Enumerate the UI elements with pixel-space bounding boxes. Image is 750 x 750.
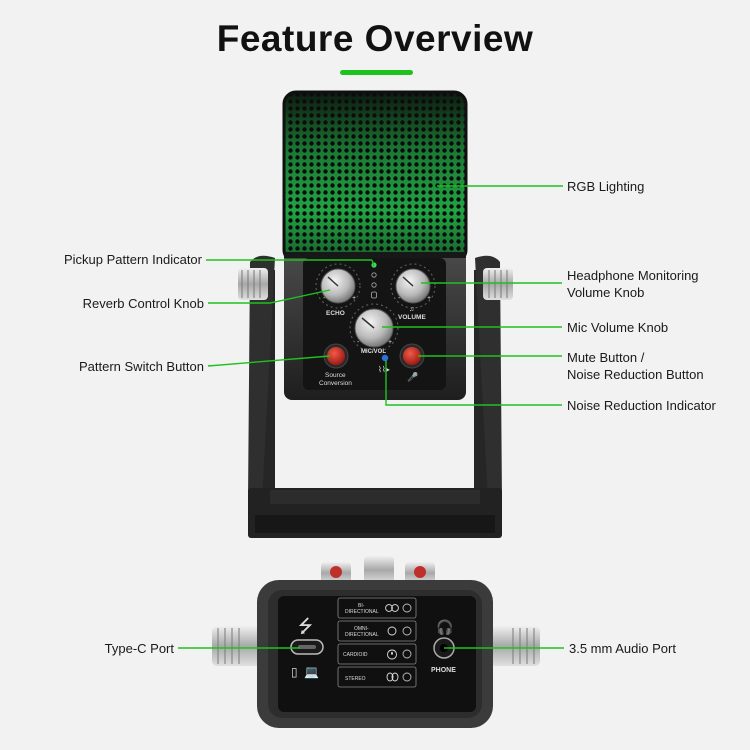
headphone-monitoring-line2: Volume Knob — [567, 285, 645, 300]
usb-c-port[interactable] — [290, 639, 324, 655]
type-c-callout: Type-C Port — [104, 641, 174, 656]
mic-volume-callout: Mic Volume Knob — [567, 320, 669, 335]
mode-2-line2: DIRECTIONAL — [345, 632, 379, 638]
omnidirectional-icon — [387, 626, 397, 636]
echo-plus-label: + — [352, 295, 356, 302]
mode-1-line1: BI- — [358, 603, 365, 609]
reverb-knob-callout: Reverb Control Knob — [82, 296, 204, 311]
mute-mic-icon: 🎤 — [407, 371, 418, 382]
mic-plus-label: + — [388, 339, 392, 346]
mode-1-line2: DIRECTIONAL — [345, 609, 379, 615]
page-title: Feature Overview — [216, 18, 534, 59]
cardioid-icon — [387, 649, 397, 660]
echo-minus-label: - — [323, 295, 326, 302]
noise-reduction-line — [385, 360, 562, 406]
volume-plus-label: + — [427, 295, 431, 302]
left-interface-knob — [212, 626, 262, 666]
noise-reduction-icon: ⌇⌇▸ — [378, 365, 390, 374]
mode-3-label: CARDIOID — [343, 652, 368, 658]
pattern-switch-line — [207, 355, 331, 367]
audio-port-callout: 3.5 mm Audio Port — [569, 641, 676, 656]
headphone-jack-icon: 🎧 — [436, 619, 453, 636]
bidirectional-icon — [385, 604, 399, 612]
source-label-line2: Conversion — [319, 380, 352, 387]
headphone-monitoring-callout: Headphone Monitoring Volume Knob — [567, 267, 699, 301]
mic-minus-label: - — [357, 339, 360, 346]
mode-4-label: STEREO — [345, 676, 366, 682]
pattern-switch-button[interactable] — [323, 343, 349, 369]
pattern-switch-callout: Pattern Switch Button — [78, 359, 204, 374]
title-underline — [340, 70, 413, 75]
right-interface-knob — [490, 626, 540, 666]
headphone-volume-knob[interactable] — [390, 263, 436, 309]
stereo-icon — [386, 672, 399, 682]
usb-icon: ⭍ — [298, 616, 313, 636]
reverb-knob-line — [208, 289, 331, 304]
mute-button-line1: Mute Button / — [567, 350, 645, 365]
mute-button[interactable] — [399, 343, 425, 369]
mic-grille — [282, 90, 468, 264]
echo-label: ECHO — [326, 310, 345, 317]
mute-button-line2: Noise Reduction Button — [567, 367, 704, 382]
volume-minus-label: - — [398, 295, 401, 302]
microphone-front-view: - + ECHO - + ♫ VOLUME — [238, 90, 513, 538]
pickup-pattern-callout: Pickup Pattern Indicator — [63, 252, 202, 267]
phone-device-icon: ▯ — [291, 665, 298, 679]
headphone-icon: ♫ — [409, 306, 414, 313]
mute-button-callout: Mute Button / Noise Reduction Button — [567, 349, 704, 383]
mic-vol-label: MIC/VOL — [361, 349, 386, 355]
right-stand-screw — [483, 268, 513, 300]
callout-lines — [178, 185, 564, 649]
audio-interface-rear-view: ⭍ ▯ 💻 BI- DIRECTIONAL OMNI- DIRECTIONAL … — [212, 556, 540, 728]
volume-label: VOLUME — [398, 314, 426, 321]
rgb-lighting-callout: RGB Lighting — [567, 179, 645, 194]
mic-volume-knob[interactable] — [349, 303, 399, 353]
source-label-line1: Source — [325, 372, 346, 379]
phone-label: PHONE — [431, 667, 456, 674]
mode-leds — [402, 603, 412, 682]
mode-2-line1: OMNI- — [354, 626, 369, 632]
noise-reduction-led — [381, 354, 389, 362]
headphone-monitoring-line1: Headphone Monitoring — [567, 268, 699, 283]
laptop-device-icon: 💻 — [304, 665, 319, 679]
noise-reduction-callout: Noise Reduction Indicator — [567, 398, 716, 413]
left-stand-screw — [238, 268, 268, 300]
echo-knob[interactable] — [315, 263, 361, 309]
pattern-mode-list: BI- DIRECTIONAL OMNI- DIRECTIONAL CARDIO… — [337, 597, 417, 688]
